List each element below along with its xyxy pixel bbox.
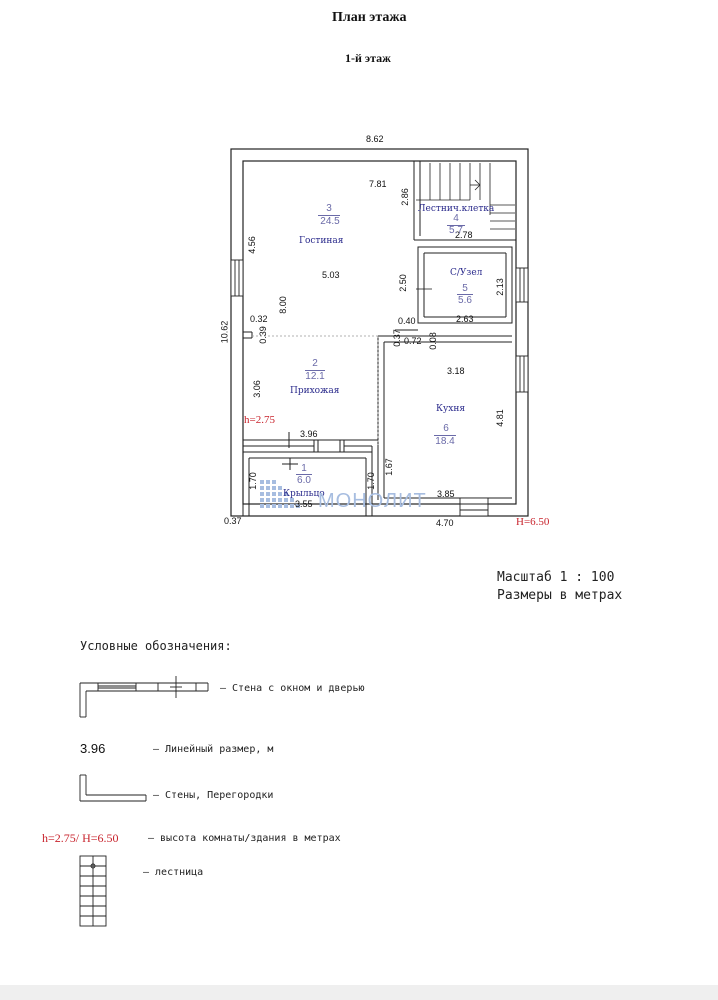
dim-2-13: 2.13: [494, 278, 505, 296]
floor-label: 1-й этаж: [345, 51, 391, 65]
room-kitchen-name: Кухня: [436, 404, 466, 414]
dim-4-56: 4.56: [246, 236, 257, 254]
legend-text-walls-partitions: – Стены, Перегородки: [153, 790, 274, 801]
room-stair-area: 5.7: [449, 225, 463, 236]
legend-stairs-icon: [79, 855, 107, 927]
watermark-text: МОНОЛИТ: [318, 490, 427, 512]
room-living-num: 3: [326, 203, 332, 214]
dim-0-37-bottom: 0.37: [224, 516, 242, 526]
dim-8-00: 8.00: [277, 296, 288, 314]
legend-text-heights: – высота комнаты/здания в метрах: [148, 833, 341, 844]
legend-text-stairs: – лестница: [143, 867, 204, 878]
bathroom-walls: [416, 246, 513, 324]
dim-10-62: 10.62: [219, 320, 230, 344]
room-living-name: Гостиная: [299, 236, 344, 246]
room-porch-name: Крыльцо: [283, 489, 325, 499]
dim-2-50: 2.50: [397, 274, 408, 292]
dim-3-85: 3.85: [437, 489, 455, 499]
legend-heading: Условные обозначения:: [80, 639, 232, 653]
legend-wall-partition-icon: [79, 774, 147, 802]
interior-partitions: [243, 329, 516, 505]
dim-2-63: 2.63: [456, 314, 474, 324]
room-hall-name: Прихожая: [290, 386, 340, 396]
legend-text-dimension: – Линейный размер, м: [153, 744, 274, 755]
stair-cell: [413, 161, 516, 241]
dim-1-67: 1.67: [383, 458, 394, 476]
dim-5-03: 5.03: [322, 270, 340, 280]
room-kitchen-area: 18.4: [435, 436, 455, 447]
dim-overall-width: 8.62: [366, 134, 384, 144]
room-porch-num: 1: [301, 463, 307, 474]
room-bath-name: С/Узел: [450, 268, 483, 278]
room-hall-area: 12.1: [305, 371, 325, 382]
room-living-area: 24.5: [320, 216, 340, 227]
room-stair-name: Лестнич.клетка: [418, 204, 495, 214]
dim-0-08: 0.08: [427, 332, 438, 350]
room-bath-num: 5: [462, 283, 468, 294]
page-title: План этажа: [332, 10, 407, 25]
bottom-strip: [0, 985, 718, 1000]
room-hall-num: 2: [312, 358, 318, 369]
porch-walls: [242, 432, 378, 517]
scale-label: Масштаб 1 : 100: [497, 570, 615, 585]
dim-2-78: 2.78: [455, 230, 473, 240]
windows: [230, 259, 529, 517]
dim-3-18: 3.18: [447, 366, 465, 376]
legend-text-wall-window-door: – Стена с окном и дверью: [220, 683, 365, 694]
legend-sample-heights: h=2.75/ H=6.50: [42, 831, 119, 845]
dim-1-70-right: 1.70: [365, 472, 376, 490]
dim-7-81: 7.81: [369, 179, 387, 189]
dim-0-32: 0.32: [250, 314, 268, 324]
dim-3-06: 3.06: [251, 380, 262, 398]
dim-0-40: 0.40: [398, 316, 416, 326]
dim-4-70: 4.70: [436, 518, 454, 528]
dashed-dividers: [252, 335, 379, 445]
dim-3-96: 3.96: [300, 429, 318, 439]
dim-0-37: 0.37: [391, 329, 402, 347]
dim-0-39: 0.39: [257, 326, 268, 344]
legend-wall-window-door-icon: [79, 676, 209, 718]
dim-4-81: 4.81: [494, 409, 505, 427]
building-height-label: H=6.50: [516, 516, 550, 528]
room-bath-area: 5.6: [458, 295, 472, 306]
watermark-logo-icon: [260, 480, 300, 508]
units-label: Размеры в метрах: [497, 588, 623, 603]
room-height-label: h=2.75: [244, 414, 275, 426]
dim-1-70-left: 1.70: [247, 472, 258, 490]
dim-3-55: 3.55: [295, 499, 313, 509]
room-stair-num: 4: [453, 213, 459, 224]
room-kitchen-num: 6: [443, 423, 449, 434]
legend-sample-dimension: 3.96: [80, 741, 106, 756]
room-porch-area: 6.0: [297, 475, 311, 486]
dim-0-72: 0.72: [404, 336, 422, 346]
dim-2-86: 2.86: [399, 188, 410, 206]
